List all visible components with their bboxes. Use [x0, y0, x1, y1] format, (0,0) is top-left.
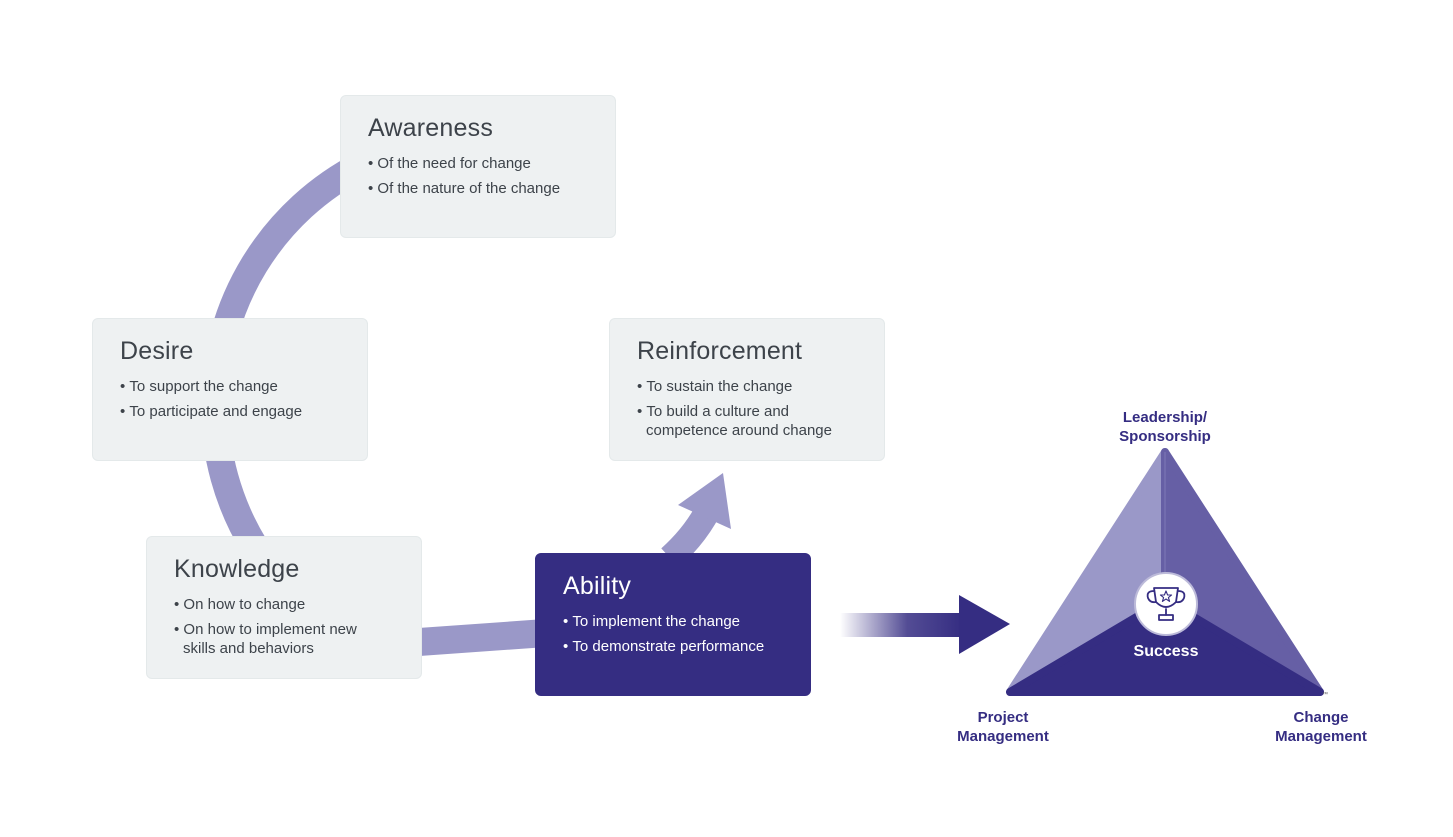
desire-title: Desire — [120, 337, 194, 365]
ability-point-2: To demonstrate performance — [563, 637, 788, 656]
success-badge — [1134, 572, 1198, 636]
success-arrow-head — [959, 595, 1010, 654]
ability-title: Ability — [563, 572, 632, 600]
change-management-label: Change Management — [1275, 709, 1367, 745]
success-arrow-shaft — [840, 613, 962, 637]
desire-point-1: To support the change — [120, 377, 345, 396]
ability-point-1: To implement the change — [563, 612, 788, 631]
desire-card: Desire To support the change To particip… — [92, 318, 368, 461]
awareness-point-1: Of the need for change — [368, 154, 593, 173]
ability-card: Ability To implement the change To demon… — [535, 553, 811, 696]
success-label: Success — [1133, 643, 1199, 660]
project-management-label: Project Management — [957, 709, 1049, 745]
trademark-mark: ™ — [1322, 692, 1328, 698]
knowledge-title: Knowledge — [174, 555, 300, 583]
awareness-card: Awareness Of the need for change Of the … — [340, 95, 616, 238]
reinforcement-title: Reinforcement — [637, 337, 803, 365]
trophy-icon — [1146, 587, 1186, 621]
cycle-arrow-head — [678, 473, 731, 529]
knowledge-point-2: On how to implement new skills and behav… — [174, 620, 388, 658]
reinforcement-point-2: To build a culture and competence around… — [637, 402, 861, 440]
reinforcement-point-1: To sustain the change — [637, 377, 862, 396]
awareness-title: Awareness — [368, 114, 494, 142]
knowledge-card: Knowledge On how to change On how to imp… — [146, 536, 422, 679]
reinforcement-card: Reinforcement To sustain the change To b… — [609, 318, 885, 461]
knowledge-point-1: On how to change — [174, 595, 399, 614]
triangle-bottom-face — [1006, 596, 1324, 696]
leadership-sponsorship-label: Leadership/ Sponsorship — [1119, 409, 1211, 445]
desire-point-2: To participate and engage — [120, 402, 345, 421]
success-triangle — [1006, 448, 1324, 696]
awareness-point-2: Of the nature of the change — [368, 179, 593, 198]
